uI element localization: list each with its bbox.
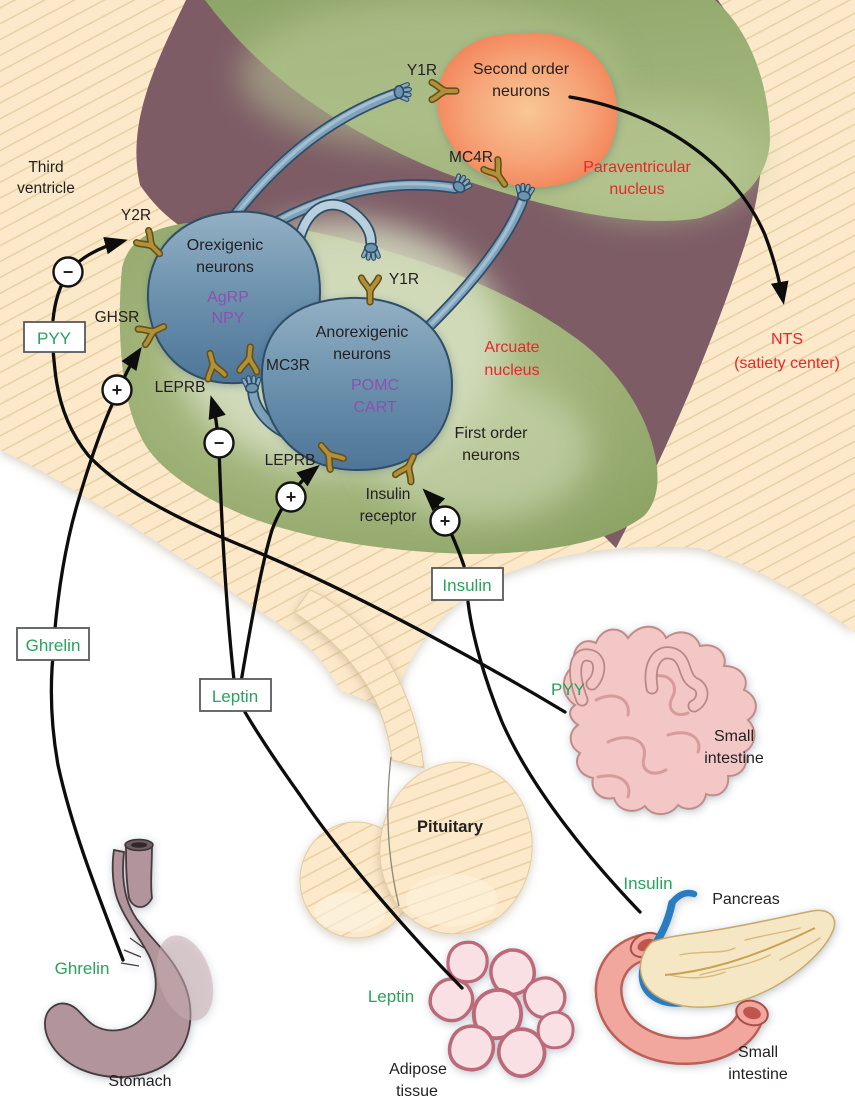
pomc-label: POMC: [351, 377, 399, 394]
pituitary-organ: [293, 589, 533, 939]
arcuate-label-2: nucleus: [484, 362, 539, 379]
leptin-box: Leptin: [199, 678, 272, 712]
nts-label-2: (satiety center): [734, 355, 840, 372]
insulin-pathway: [466, 600, 642, 914]
hormone-boxes: PYY Ghrelin Leptin Insulin: [16, 321, 504, 712]
second-order-label-2: neurons: [492, 83, 550, 100]
pyy-minus-sign: −: [52, 256, 84, 288]
axon-orexigenic-to-y1r-top: [229, 88, 401, 221]
nts-projection-arrow: [568, 95, 789, 305]
leptin-source-label: Leptin: [368, 987, 414, 1006]
stomach-organ: [44, 838, 214, 1078]
ghrelin-box: Ghrelin: [16, 627, 90, 661]
first-order-label-1: First order: [455, 425, 529, 442]
leptin-minus-sign: −: [203, 427, 235, 459]
terminal-hand-y1r-mid: [363, 243, 378, 258]
pancreas-main-duct-line: [664, 927, 816, 976]
pancreas-body: [639, 909, 836, 1008]
leptin-branch-orexigenic: [208, 395, 238, 700]
leptin-plus-text: +: [286, 487, 297, 507]
pituitary-highlight: [406, 874, 498, 926]
ghrelin-source-label: Ghrelin: [55, 959, 110, 978]
leprb-left-label: LEPRB: [155, 379, 206, 396]
signal-pathways: [49, 95, 789, 990]
mc4r-label: MC4R: [449, 149, 493, 166]
axon-orexigenic-to-mc4r: [256, 179, 461, 236]
axon-orexigenic-to-y1r-mid: [290, 199, 377, 264]
mc3r-label: MC3R: [266, 357, 310, 374]
paraventricular-label-2: nucleus: [609, 181, 664, 198]
leptin-pathway: [236, 698, 464, 990]
small-intestine-upper-organ: [562, 625, 757, 816]
labels: Third ventricle Second order neurons Par…: [17, 61, 840, 1100]
insulin-sign-text: +: [440, 511, 451, 531]
orexigenic-label-1: Orexigenic: [187, 237, 263, 254]
stomach-label: Stomach: [108, 1073, 171, 1090]
first-order-label-2: neurons: [462, 447, 520, 464]
pancreas-label: Pancreas: [712, 891, 780, 908]
y2r-label: Y2R: [121, 207, 151, 224]
stomach-creases: [120, 937, 145, 967]
pyy-box: PYY: [23, 321, 86, 353]
orexigenic-label-2: neurons: [196, 259, 254, 276]
anorexigenic-neuron-soma: [260, 296, 454, 472]
y1r-top-label: Y1R: [407, 62, 437, 79]
arcuate-label-1: Arcuate: [484, 339, 539, 356]
leptin-plus-sign: +: [275, 481, 307, 513]
nts-label-1: NTS: [771, 331, 803, 348]
ghrelin-box-label: Ghrelin: [26, 636, 81, 655]
insulin-receptor-label-1: Insulin: [366, 486, 411, 503]
terminal-hand-y1r-top: [394, 85, 409, 100]
cart-label: CART: [353, 399, 396, 416]
second-order-label-1: Second order: [473, 61, 570, 78]
y1r-mid-label: Y1R: [389, 271, 419, 288]
adipose-label-1: Adipose: [389, 1061, 447, 1078]
anorexigenic-label-1: Anorexigenic: [316, 324, 409, 341]
pituitary-lobe-divider: [387, 756, 400, 907]
ghrelin-sign-text: +: [112, 380, 123, 400]
pancreas-organ: [594, 889, 836, 1065]
ghrelin-plus-sign: +: [101, 374, 133, 406]
ghrelin-pathway-arrowhead: [52, 346, 142, 642]
duodenum-tube: [597, 935, 763, 1063]
pyy-box-label: PYY: [37, 329, 71, 348]
pyy-pathway: [50, 324, 567, 714]
leptin-minus-text: −: [214, 433, 225, 453]
neuron-axons: [229, 88, 528, 444]
pyy-sign-text: −: [63, 262, 74, 282]
insulin-receptor-label-2: receptor: [360, 508, 417, 525]
small-intestine-upper-label-1: Small: [714, 728, 754, 745]
leptin-box-label: Leptin: [212, 687, 258, 706]
small-intestine-upper-label-2: intestine: [704, 750, 764, 767]
npy-label: NPY: [212, 310, 245, 327]
insulin-box-label: Insulin: [442, 576, 491, 595]
anorexigenic-label-2: neurons: [333, 346, 391, 363]
small-intestine-lower-label-2: intestine: [728, 1066, 788, 1083]
leprb-right-label: LEPRB: [265, 452, 316, 469]
axon-anorexigenic-to-mc4r: [414, 196, 528, 341]
paraventricular-label-1: Paraventricular: [583, 159, 691, 176]
insulin-plus-sign: +: [429, 505, 461, 537]
small-intestine-lower-label-1: Small: [738, 1044, 778, 1061]
insulin-box: Insulin: [431, 567, 504, 601]
paraventricular-nucleus-blob: [437, 32, 618, 188]
pituitary-label: Pituitary: [417, 818, 484, 836]
insulin-source-label: Insulin: [623, 874, 672, 893]
third-ventricle-label-1: Third: [28, 159, 63, 176]
ghrelin-pathway: [49, 644, 125, 962]
pituitary-highlight: [314, 892, 386, 932]
adipose-label-2: tissue: [396, 1083, 438, 1100]
third-ventricle-label-2: ventricle: [17, 180, 75, 197]
sign-circles: − + − + +: [52, 256, 461, 537]
ghsr-label: GHSR: [95, 309, 140, 326]
pyy-source-label: PYY: [551, 680, 585, 699]
agrp-label: AgRP: [207, 289, 249, 306]
